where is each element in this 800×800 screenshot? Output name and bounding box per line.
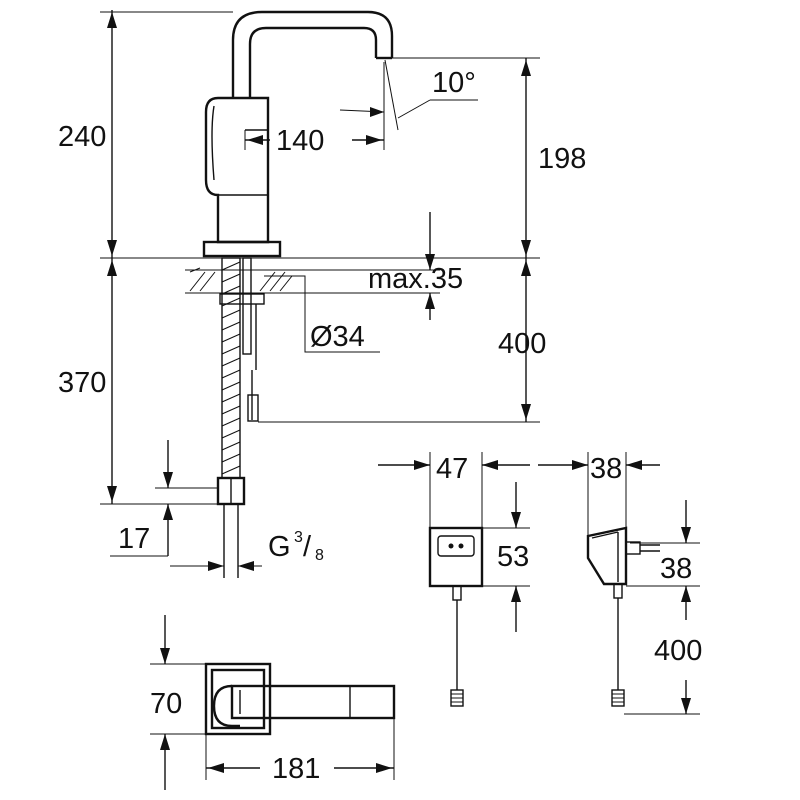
label-transformer1-width: 47 xyxy=(436,453,468,485)
label-thread-slash: / xyxy=(303,531,312,563)
label-reach: 140 xyxy=(276,125,324,157)
faucet-side-view xyxy=(185,10,394,578)
label-base-size: 70 xyxy=(150,688,182,720)
label-hose-length: 400 xyxy=(498,328,546,360)
label-thread-numerator: 3 xyxy=(294,529,303,546)
transformer-1 xyxy=(378,452,530,707)
label-max-thickness: max.35 xyxy=(368,263,463,295)
label-transformer2-width: 38 xyxy=(590,453,622,485)
label-transformer2-height: 38 xyxy=(660,553,692,585)
faucet-top-view xyxy=(150,615,396,790)
label-thread-denominator: 8 xyxy=(315,547,324,564)
label-total-height: 240 xyxy=(58,121,106,153)
label-hose-reach: 370 xyxy=(58,367,106,399)
label-hole-diameter: Ø34 xyxy=(310,321,365,353)
label-cable-length: 400 xyxy=(654,635,702,667)
label-transformer1-height: 53 xyxy=(497,541,529,573)
label-spout-height: 198 xyxy=(538,143,586,175)
label-angle: 10° xyxy=(432,67,476,99)
label-thread-main: G xyxy=(268,531,291,563)
transformer-2 xyxy=(538,452,700,715)
label-nut-height: 17 xyxy=(118,523,150,555)
label-top-length: 181 xyxy=(272,753,320,785)
faucet-dimensions xyxy=(100,10,540,571)
